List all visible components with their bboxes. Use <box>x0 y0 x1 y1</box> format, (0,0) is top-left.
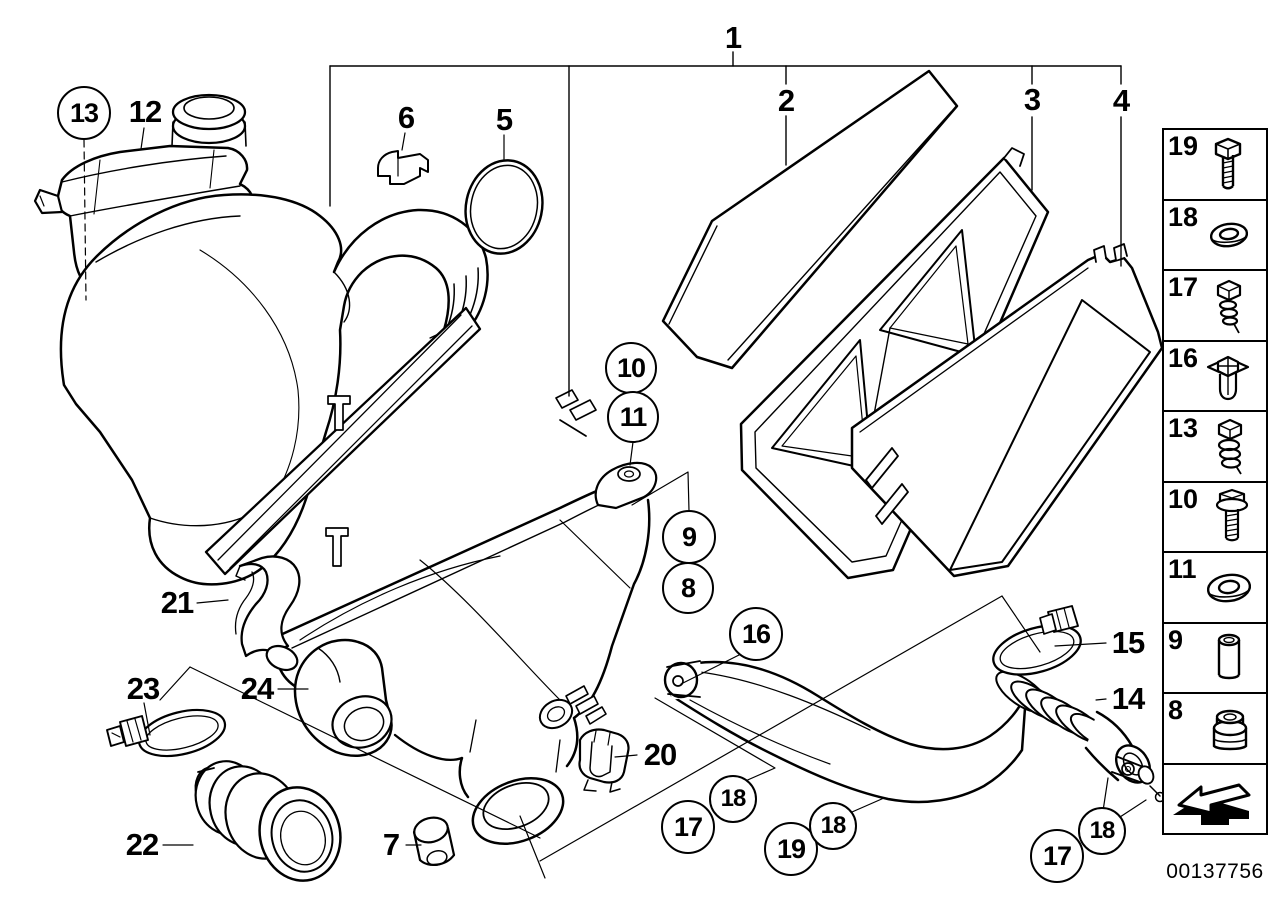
callout-circle-13[interactable]: 13 <box>57 86 111 140</box>
callout-label-23[interactable]: 23 <box>126 671 160 706</box>
filter-element <box>661 69 959 370</box>
legend-row-18: 18 <box>1162 198 1268 272</box>
callout-label-15[interactable]: 15 <box>1111 625 1145 660</box>
legend-number: 19 <box>1168 131 1199 161</box>
legend-number: 17 <box>1168 272 1199 302</box>
filter-housing-bottom <box>850 243 1164 578</box>
callout-label-12[interactable]: 12 <box>128 94 162 129</box>
callout-circle-10[interactable]: 10 <box>605 342 657 394</box>
callout-circle-17[interactable]: 17 <box>661 800 715 854</box>
air-duct-14 <box>663 660 1166 804</box>
callout-label-6[interactable]: 6 <box>397 100 415 135</box>
screw-with-spring-icon <box>1217 418 1243 475</box>
expansion-rivet-icon <box>1206 355 1250 401</box>
leader-lines <box>83 127 1147 879</box>
callout-circle-18[interactable]: 18 <box>809 802 857 850</box>
legend-number: 10 <box>1168 483 1199 514</box>
flange-bolt-icon <box>1215 488 1249 542</box>
corrugated-boot-22 <box>194 760 342 883</box>
callout-label-24[interactable]: 24 <box>240 671 274 706</box>
o-ring-seal-5 <box>464 159 544 255</box>
washer-large-icon <box>1205 570 1253 605</box>
self-tapping-screw-icon <box>1216 279 1242 334</box>
callout-label-7[interactable]: 7 <box>382 827 400 862</box>
bracket-clip-20 <box>578 728 630 793</box>
callout-label-2[interactable]: 2 <box>777 83 795 118</box>
callout-label-3[interactable]: 3 <box>1023 82 1041 117</box>
group-bracket-1 <box>329 51 1122 397</box>
callout-label-21[interactable]: 21 <box>160 585 194 620</box>
direction-arrow-icon <box>1173 783 1251 825</box>
callout-circle-18[interactable]: 18 <box>1078 807 1126 855</box>
hex-bolt-icon <box>1214 137 1242 189</box>
hose-clamp-23 <box>106 708 227 758</box>
drawing-number: 00137756 <box>1166 860 1264 883</box>
callout-label-5[interactable]: 5 <box>495 102 513 137</box>
intake-boot-24 <box>293 638 393 757</box>
rubber-buffer-icon <box>1212 709 1248 750</box>
callout-circle-8[interactable]: 8 <box>662 562 714 614</box>
legend-number: 9 <box>1168 624 1184 655</box>
legend-row-11: 11 <box>1162 551 1268 624</box>
callout-circle-16[interactable]: 16 <box>729 607 783 661</box>
legend-column: 19 18 17 16 13 10 11 9 8 <box>1162 128 1268 835</box>
callout-circle-9[interactable]: 9 <box>662 510 716 564</box>
legend-row-10: 10 <box>1162 480 1268 554</box>
air-cleaner-lower-housing <box>274 389 658 845</box>
legend-row-9: 9 <box>1162 621 1268 695</box>
legend-row-13: 13 <box>1162 410 1268 483</box>
legend-row-8: 8 <box>1162 692 1268 765</box>
legend-row-19: 19 <box>1162 128 1268 201</box>
callout-label-20[interactable]: 20 <box>643 737 677 772</box>
callout-label-1[interactable]: 1 <box>724 20 742 55</box>
callout-label-22[interactable]: 22 <box>125 827 159 862</box>
rubber-sleeve-7 <box>412 816 456 866</box>
clip-6 <box>377 150 429 185</box>
callout-circle-18[interactable]: 18 <box>709 775 757 823</box>
callout-circle-17[interactable]: 17 <box>1030 829 1084 883</box>
washer-icon <box>1208 220 1250 250</box>
legend-number: 8 <box>1168 695 1184 725</box>
callout-label-4[interactable]: 4 <box>1112 83 1130 118</box>
legend-number: 18 <box>1168 201 1199 232</box>
filter-frame <box>739 147 1050 580</box>
hose-clamp-15 <box>992 605 1082 676</box>
air-cleaner-upper-housing <box>59 193 489 586</box>
spacer-sleeve-icon <box>1217 633 1241 680</box>
legend-number: 16 <box>1168 342 1199 373</box>
legend-row-16: 16 <box>1162 339 1268 413</box>
legend-row-17: 17 <box>1162 269 1268 342</box>
legend-number: 11 <box>1168 554 1197 584</box>
legend-footer-cell <box>1162 762 1268 835</box>
holder-strap-21 <box>234 555 301 672</box>
legend-number: 13 <box>1168 413 1199 443</box>
callout-circle-11[interactable]: 11 <box>607 391 659 443</box>
callout-label-14[interactable]: 14 <box>1111 681 1145 716</box>
